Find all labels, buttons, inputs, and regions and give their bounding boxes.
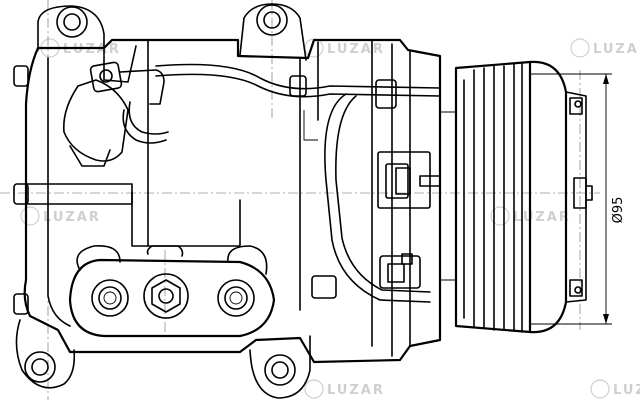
svg-text:LUZAR: LUZAR [327, 383, 385, 398]
clutch-hub [529, 60, 593, 334]
mounting-ear-bottom-left [15, 319, 76, 389]
port-left [91, 279, 129, 317]
mounting-ear-top-left [37, 5, 105, 56]
port-center [143, 273, 189, 319]
svg-text:LUZAR: LUZAR [513, 210, 571, 225]
rear-manifold [68, 245, 276, 338]
wire-harness [122, 63, 441, 303]
electrical-connector [377, 151, 441, 209]
watermark-top-right: LUZAR [570, 38, 640, 58]
pulley [440, 60, 532, 334]
left-studs [13, 65, 133, 315]
port-right [217, 279, 255, 317]
mounting-ear-top-right [239, 3, 307, 61]
watermark-group: LUZAR LUZAR LUZAR LUZAR LUZAR LUZAR LUZA… [20, 38, 640, 399]
diameter-label: Ø95 [611, 197, 626, 224]
watermark-top-center: LUZAR [304, 38, 385, 58]
svg-text:LUZAR: LUZAR [593, 42, 640, 57]
watermark-bottom-center: LUZAR [304, 379, 385, 399]
pressure-switch [62, 61, 165, 167]
lower-connector [379, 253, 421, 289]
svg-text:LUZAR: LUZAR [327, 42, 385, 57]
svg-text:LUZAR: LUZAR [613, 383, 640, 398]
watermark-bottom-right: LUZAR [590, 379, 640, 399]
mounting-ear-bottom-right [249, 335, 311, 399]
watermark-mid-right: LUZAR [490, 206, 571, 226]
wire-clips [289, 75, 397, 299]
svg-text:LUZAR: LUZAR [63, 42, 121, 57]
watermark-mid-left: LUZAR [20, 206, 101, 226]
diameter-dimension: Ø95 [530, 73, 626, 325]
svg-text:LUZAR: LUZAR [43, 210, 101, 225]
